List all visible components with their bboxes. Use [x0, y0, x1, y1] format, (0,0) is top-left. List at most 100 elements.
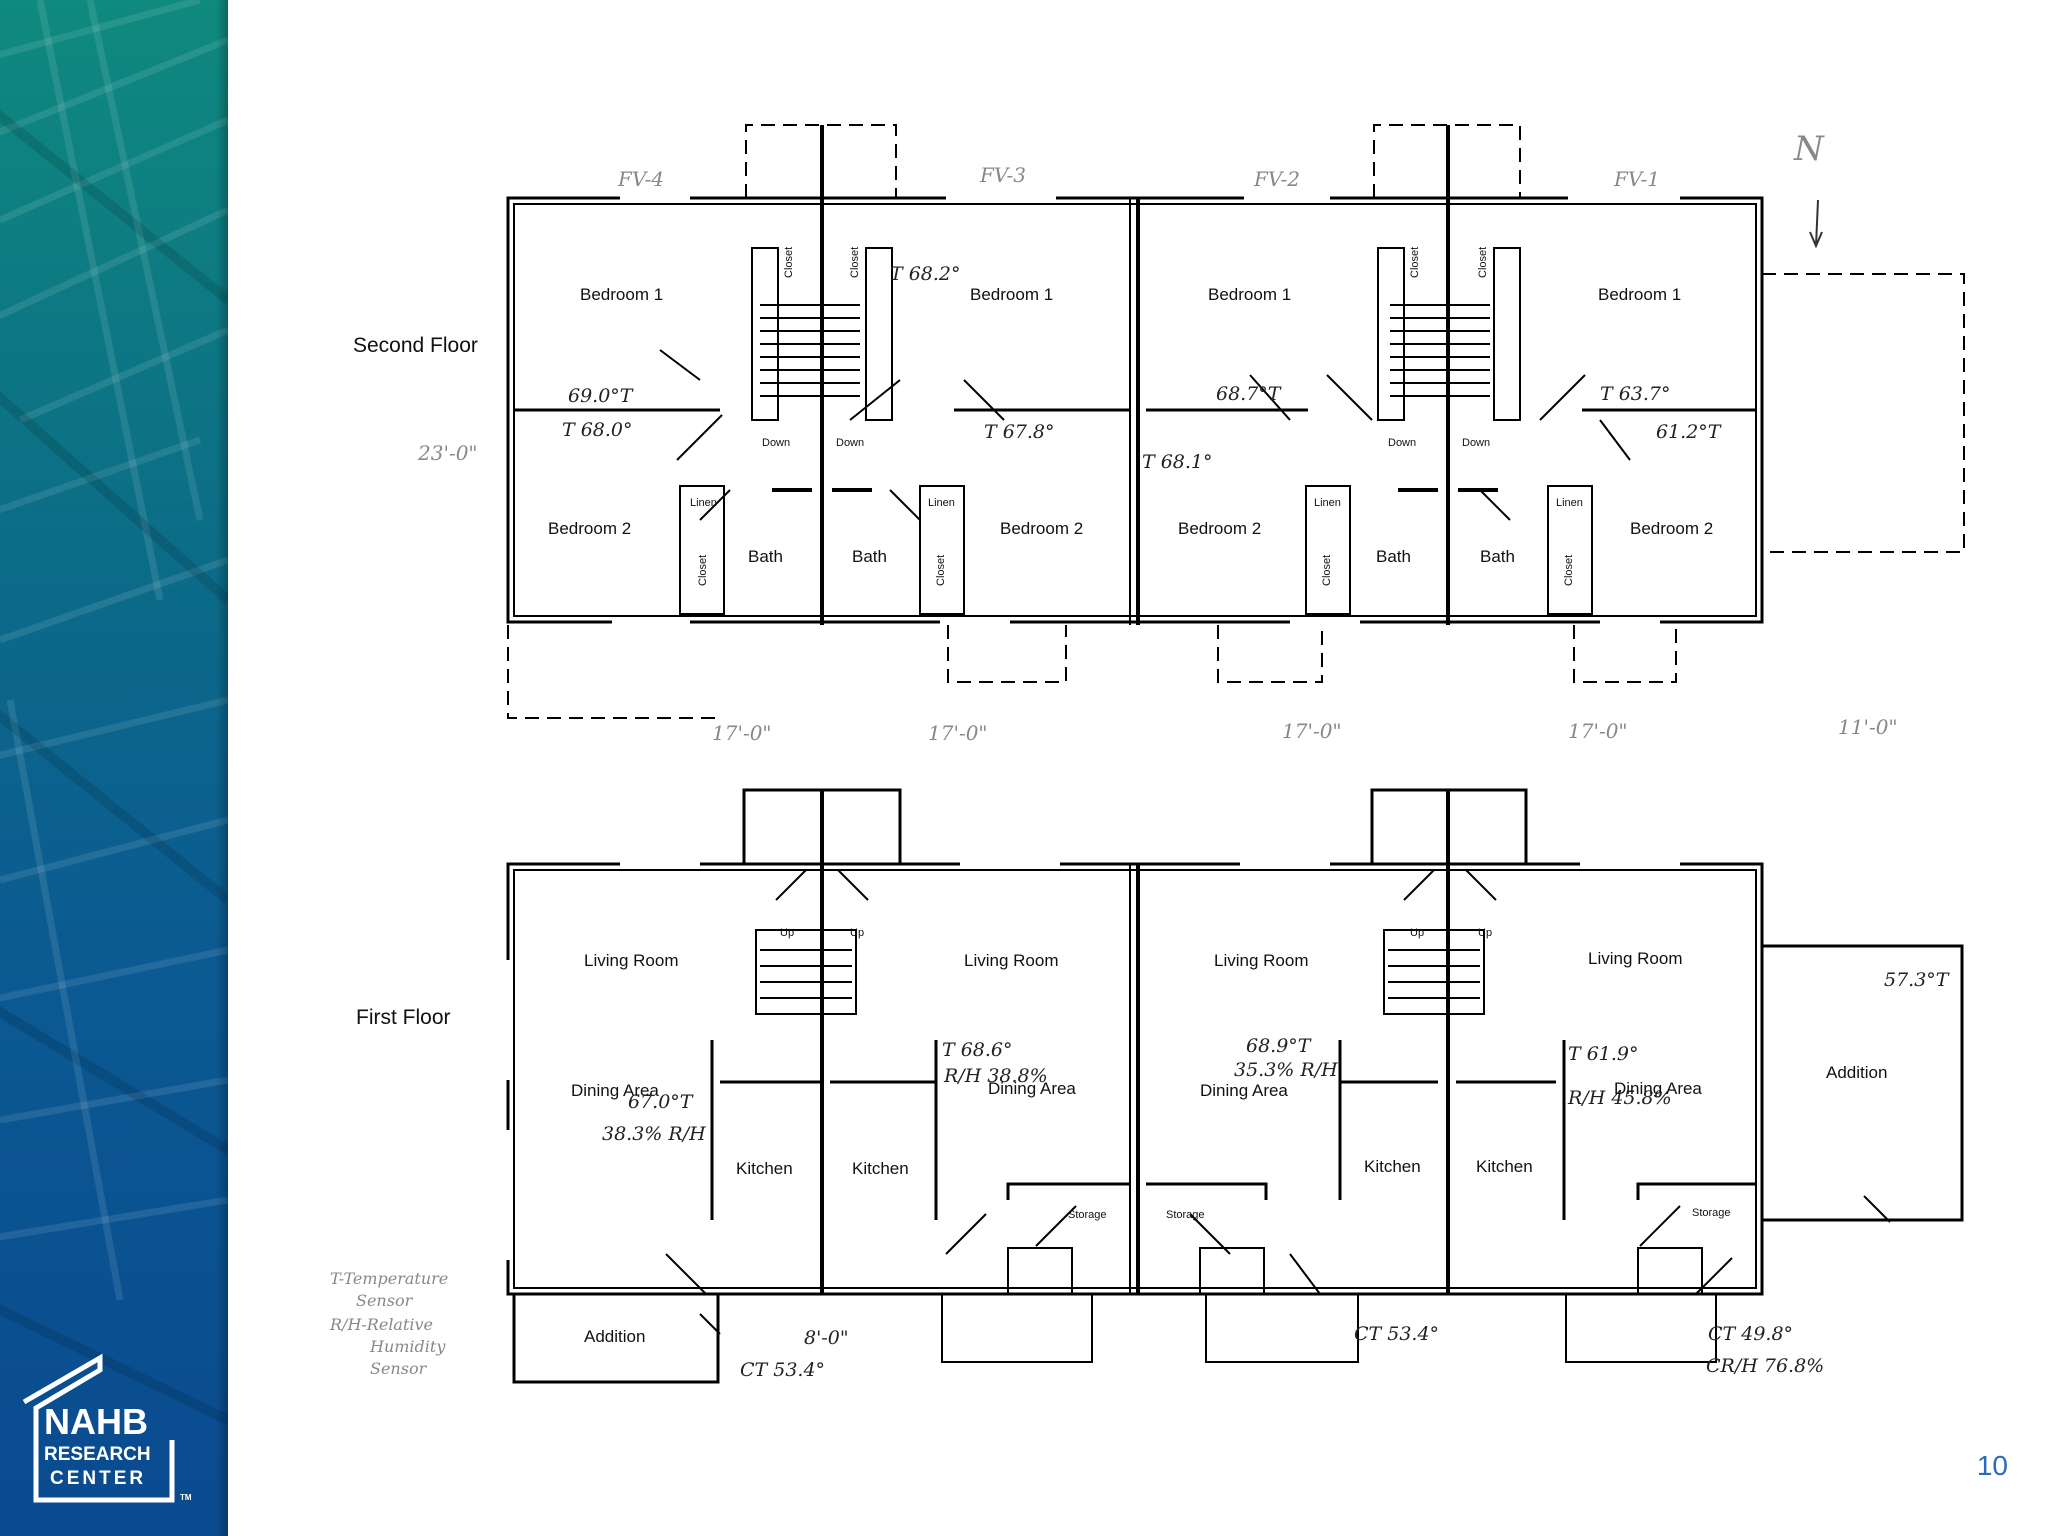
legend-rh-line1: R/H-Relative [329, 1315, 433, 1334]
unit1-up: Up [1478, 927, 1492, 939]
reading-fv1-rh: R/H 45.8% [1567, 1087, 1672, 1109]
reading-fv4-rh: 38.3% R/H [602, 1123, 706, 1145]
reading-fv2-bedroom2: T 68.1° [1142, 451, 1213, 473]
ct-reading-fv1: CT 49.8° [1708, 1323, 1793, 1345]
ct-reading-fv4: CT 53.4° [740, 1359, 825, 1381]
reading-fv3-rh: R/H 38.8% [943, 1065, 1048, 1087]
right-addition: Addition [1826, 1063, 1887, 1082]
unit4-down: Down [762, 437, 790, 449]
nahb-logo: NAHB RESEARCH CENTER TM [22, 1353, 192, 1503]
first-floor-walls [504, 788, 1964, 1384]
first-floor-labels: First Floor Living Room Living Room Livi… [356, 927, 1950, 1381]
first-floor-title: First Floor [356, 1006, 451, 1029]
page-number: 10 [1976, 1450, 2008, 1481]
legend-temp-line2: Sensor [356, 1291, 414, 1310]
ct-reading-fv2: CT 53.4° [1354, 1323, 1439, 1345]
reading-fv2-temp: 68.9°T [1246, 1035, 1312, 1057]
reading-fv4-temp: 67.0°T [628, 1091, 694, 1113]
reading-addition-temp: 57.3°T [1884, 969, 1950, 991]
fv-label-3: FV-3 [979, 163, 1026, 187]
dim-bottom-3: 17'-0" [1282, 719, 1342, 743]
unit3-bath-closet: Closet [935, 555, 947, 586]
unit4-bath-closet: Closet [697, 555, 709, 586]
reading-fv3-temp: T 68.6° [942, 1039, 1013, 1061]
unit1-bath-closet: Closet [1563, 555, 1575, 586]
fv-label-2: FV-2 [1253, 167, 1300, 191]
house-roof-icon [22, 1353, 175, 1503]
unit3-storage: Storage [1068, 1209, 1107, 1221]
unit2-kitchen: Kitchen [1364, 1157, 1421, 1176]
unit1-living-room: Living Room [1588, 949, 1683, 968]
unit2-bath-closet: Closet [1321, 555, 1333, 586]
second-floor-walls [506, 124, 1965, 719]
unit2-storage: Storage [1166, 1209, 1205, 1221]
fv-label-1: FV-1 [1613, 167, 1660, 191]
reading-fv1-hall-upper: T 63.7° [1600, 383, 1671, 405]
unit4-dining-area: Dining Area [571, 1081, 659, 1100]
unit4-bedroom1: Bedroom 1 [580, 285, 663, 304]
unit2-bedroom1: Bedroom 1 [1208, 285, 1291, 304]
unit1-bath: Bath [1480, 547, 1515, 566]
sidebar-texture [0, 0, 228, 1425]
unit1-storage: Storage [1692, 1207, 1731, 1219]
reading-fv4-hall-upper: 69.0°T [568, 385, 634, 407]
unit1-bedroom2: Bedroom 2 [1630, 519, 1713, 538]
unit2-up: Up [1410, 927, 1424, 939]
unit3-kitchen: Kitchen [852, 1159, 909, 1178]
unit3-down: Down [836, 437, 864, 449]
unit4-living-room: Living Room [584, 951, 679, 970]
sidebar-shadow [216, 0, 228, 1536]
unit4-linen: Linen [690, 497, 717, 509]
reading-fv3-hall: T 67.8° [984, 421, 1055, 443]
dim-bottom-2: 17'-0" [928, 721, 988, 745]
dim-bottom-4: 17'-0" [1568, 719, 1628, 743]
unit2-down: Down [1388, 437, 1416, 449]
second-floor-labels: Second Floor FV-4 FV-3 FV-2 FV-1 N 23'-0… [353, 129, 1898, 745]
dim-bottom-1: 17'-0" [712, 721, 772, 745]
north-arrow-label: N [1793, 129, 1825, 169]
unit1-bedroom1: Bedroom 1 [1598, 285, 1681, 304]
unit2-closet: Closet [1409, 247, 1421, 278]
unit3-up: Up [850, 927, 864, 939]
left-addition: Addition [584, 1327, 645, 1346]
logo-trademark: TM [180, 1493, 192, 1502]
legend-temp-line1: T-Temperature [330, 1269, 448, 1288]
unit2-living-room: Living Room [1214, 951, 1309, 970]
unit4-bath: Bath [748, 547, 783, 566]
unit4-up: Up [780, 927, 794, 939]
logo-line2: RESEARCH [44, 1444, 151, 1465]
fv-label-4: FV-4 [617, 167, 664, 191]
unit1-kitchen: Kitchen [1476, 1157, 1533, 1176]
crh-reading-fv1: CR/H 76.8% [1706, 1355, 1824, 1377]
unit2-linen: Linen [1314, 497, 1341, 509]
unit3-living-room: Living Room [964, 951, 1059, 970]
unit3-closet: Closet [849, 247, 861, 278]
unit3-bedroom2: Bedroom 2 [1000, 519, 1083, 538]
reading-fv3-bedroom1: T 68.2° [890, 263, 961, 285]
second-floor-title: Second Floor [353, 334, 478, 357]
reading-fv1-hall-lower: 61.2°T [1656, 421, 1722, 443]
unit2-dining-area: Dining Area [1200, 1081, 1288, 1100]
unit1-dining-area: Dining Area [1614, 1079, 1702, 1098]
unit3-linen: Linen [928, 497, 955, 509]
reading-fv1-temp: T 61.9° [1568, 1043, 1639, 1065]
unit1-closet: Closet [1477, 247, 1489, 278]
reading-fv2-rh: 35.3% R/H [1234, 1059, 1338, 1081]
unit2-bedroom2: Bedroom 2 [1178, 519, 1261, 538]
logo-line1: NAHB [44, 1401, 148, 1442]
second-floor-side-dimension: 23'-0" [417, 441, 478, 465]
unit3-bedroom1: Bedroom 1 [970, 285, 1053, 304]
unit1-down: Down [1462, 437, 1490, 449]
sidebar-banner [0, 0, 228, 1536]
dim-bottom-5: 11'-0" [1838, 715, 1898, 739]
unit4-kitchen: Kitchen [736, 1159, 793, 1178]
sensor-legend: T-Temperature Sensor R/H-Relative Humidi… [329, 1269, 448, 1378]
unit3-dining-area: Dining Area [988, 1079, 1076, 1098]
first-floor-dimension: 8'-0" [804, 1327, 849, 1349]
unit3-bath: Bath [852, 547, 887, 566]
legend-rh-line2: Humidity [369, 1337, 446, 1356]
unit4-bedroom2: Bedroom 2 [548, 519, 631, 538]
legend-rh-line3: Sensor [370, 1359, 428, 1378]
reading-fv4-hall-lower: T 68.0° [562, 419, 633, 441]
reading-fv2-hall: 68.7°T [1216, 383, 1282, 405]
